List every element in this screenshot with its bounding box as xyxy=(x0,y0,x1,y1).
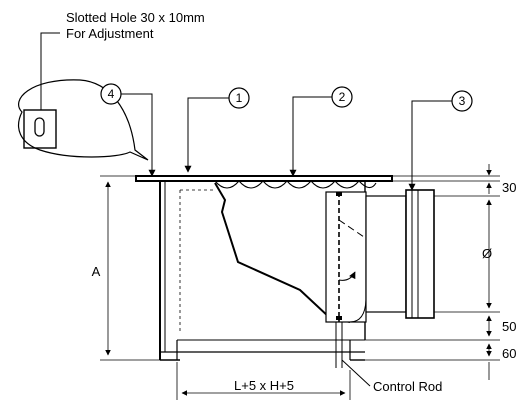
dim-height-A xyxy=(100,175,160,361)
callout-4: 4 xyxy=(100,83,156,177)
damper-housing xyxy=(325,191,367,323)
blade-pivot-top xyxy=(336,192,342,196)
slot-icon xyxy=(34,117,45,137)
top-flange xyxy=(135,175,393,182)
callout-1-label: 1 xyxy=(236,91,243,105)
dim-top-label: 30 xyxy=(502,180,516,195)
detail-bubble-outline xyxy=(18,79,149,161)
dim-diameter-label: Ø xyxy=(482,246,492,261)
dim-bottom-label: 60 xyxy=(502,346,516,361)
blade-pivot-bottom xyxy=(336,316,342,320)
callout-2: 2 xyxy=(289,86,353,177)
slotted-hole-detail xyxy=(23,109,57,149)
callout-3-label: 3 xyxy=(459,94,466,108)
slotted-hole-note-line1: Slotted Hole 30 x 10mm xyxy=(66,10,205,25)
callout-3: 3 xyxy=(408,90,473,191)
callout-4-label: 4 xyxy=(108,87,115,101)
filter-media xyxy=(214,180,377,189)
note-leader-line xyxy=(40,32,60,110)
callout-2-label: 2 xyxy=(339,90,346,104)
dim-height-A-label: A xyxy=(92,264,101,279)
dim-base xyxy=(176,362,351,400)
callout-1: 1 xyxy=(184,87,250,173)
dim-right-chain xyxy=(365,164,500,380)
control-rod-leader xyxy=(341,359,371,387)
dim-mid-label: 50 xyxy=(502,319,516,334)
control-rod-label: Control Rod xyxy=(373,379,442,394)
control-rod xyxy=(335,322,371,387)
dim-base-label: L+5 x H+5 xyxy=(234,378,294,393)
circular-spigot xyxy=(365,189,435,319)
slotted-hole-note-line2: For Adjustment xyxy=(66,26,154,41)
damper-swing-arrow xyxy=(338,271,356,281)
